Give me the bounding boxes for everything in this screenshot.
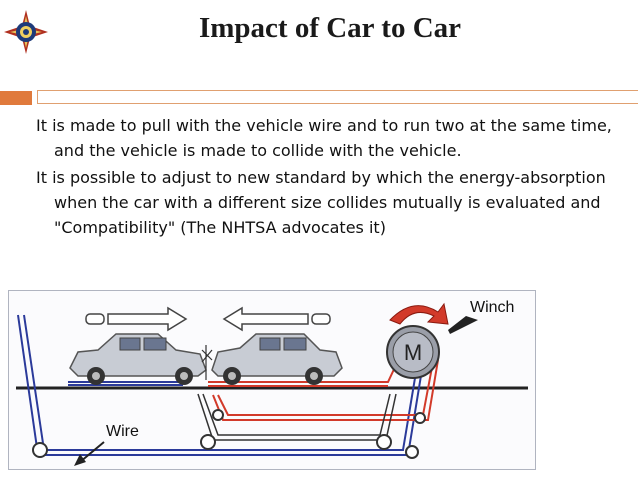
compass-logo-icon (4, 10, 48, 54)
slide-title: Impact of Car to Car (198, 12, 462, 44)
accent-frame (37, 90, 638, 104)
winch-label: Winch (470, 299, 514, 316)
rotation-arrow-icon (389, 302, 449, 325)
red-wire (208, 349, 439, 421)
bullet-item-2: It is possible to adjust to new standard… (36, 168, 606, 237)
car-to-car-impact-diagram: M Winch Wire (8, 290, 536, 470)
bullet-item-1: It is made to pull with the vehicle wire… (36, 116, 612, 160)
bullet-list: It is made to pull with the vehicle wire… (36, 113, 626, 242)
wire-label: Wire (106, 423, 139, 440)
left-car (69, 333, 207, 385)
winch-motor: M (386, 325, 440, 379)
right-car (211, 333, 343, 385)
motor-label: M (404, 340, 422, 365)
direction-arrow-right (85, 306, 188, 332)
blue-wire (17, 314, 427, 456)
direction-arrow-left (222, 306, 331, 332)
accent-bar (0, 91, 32, 105)
